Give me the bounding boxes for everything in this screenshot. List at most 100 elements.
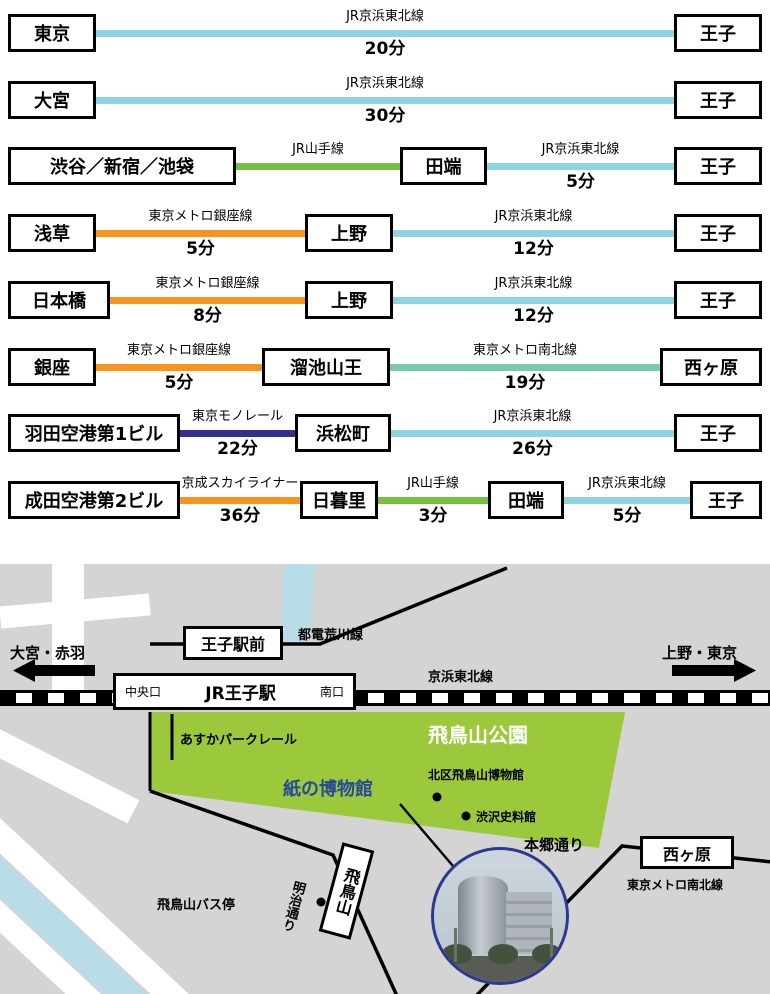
duration-label: 19分 — [504, 373, 546, 393]
keihin-line-label: 京浜東北線 — [428, 670, 494, 685]
duration-label: 5分 — [612, 506, 642, 526]
station-box: 渋谷／新宿／池袋 — [8, 147, 236, 185]
station-box: 田端 — [400, 147, 487, 185]
line-name-label: 東京メトロ銀座線 — [126, 343, 231, 358]
bus-stop-label: 飛鳥山バス停 — [157, 898, 236, 913]
station-box: 浜松町 — [295, 414, 391, 452]
oji-ekimae-station-box: 王子駅前 — [183, 626, 283, 660]
route-line — [393, 230, 674, 237]
station-box: 羽田空港第1ビル — [8, 414, 180, 452]
station-box: 成田空港第2ビル — [8, 481, 180, 519]
map-lines-layer — [13, 566, 770, 994]
duration-label: 36分 — [219, 506, 261, 526]
station-box: 上野 — [305, 214, 393, 252]
line-name-label: 東京メトロ銀座線 — [148, 209, 253, 224]
photo-bush — [532, 944, 562, 964]
line-name-label: JR京浜東北線 — [493, 409, 572, 424]
line-name-label: JR京浜東北線 — [494, 209, 573, 224]
route-line — [487, 163, 674, 170]
right-direction-arrow — [672, 659, 756, 682]
direction-left-label: 大宮・赤羽 — [10, 644, 86, 662]
photo-bush — [488, 944, 518, 964]
route-line — [180, 430, 295, 437]
duration-label: 30分 — [364, 106, 406, 126]
park-rail-label: あすかパークレール — [180, 733, 298, 748]
station-box: 上野 — [305, 281, 393, 319]
route-row: 東京 JR京浜東北線 20分 王子 — [0, 0, 770, 66]
duration-label: 5分 — [164, 373, 194, 393]
line-name-label: 東京モノレール — [191, 409, 283, 424]
station-box: 王子 — [674, 14, 762, 52]
station-box: 大宮 — [8, 81, 96, 119]
duration-label: 5分 — [566, 172, 595, 192]
line-name-label: JR京浜東北線 — [588, 476, 666, 491]
route-line — [391, 430, 674, 437]
station-box: 王子 — [674, 281, 762, 319]
station-box: 東京 — [8, 14, 96, 52]
jr-oji-station-label: JR王子駅 — [205, 684, 276, 704]
line-name-label: JR京浜東北線 — [346, 9, 424, 24]
photo-bush — [442, 944, 472, 964]
station-box: 王子 — [674, 147, 762, 185]
photo-tree — [454, 928, 457, 962]
line-name-label: JR山手線 — [407, 476, 459, 491]
station-box: 王子 — [674, 214, 762, 252]
museum-building-illustration — [458, 876, 508, 954]
route-line — [180, 497, 300, 504]
duration-label: 8分 — [193, 306, 222, 326]
line-name-label: 東京メトロ銀座線 — [155, 276, 260, 291]
route-row: 日本橋 東京メトロ銀座線 8分 上野 JR京浜東北線 12分 王子 — [0, 267, 770, 333]
left-direction-arrow — [13, 659, 95, 682]
route-row: 羽田空港第1ビル東京モノレール 22分 浜松町 JR京浜東北線 26分 王子 — [0, 400, 770, 466]
duration-label: 22分 — [217, 439, 258, 459]
museum-pointer-line — [399, 803, 454, 867]
station-box: 銀座 — [8, 348, 96, 386]
direction-right-label: 上野・東京 — [662, 644, 738, 662]
station-box: 溜池山王 — [262, 348, 390, 386]
route-line — [236, 163, 400, 170]
station-box: 日本橋 — [8, 281, 110, 319]
route-line — [96, 30, 674, 37]
meiji-street-line — [149, 789, 399, 994]
duration-label: 20分 — [364, 39, 406, 59]
station-box: 西ヶ原 — [660, 348, 762, 386]
route-line — [393, 297, 674, 304]
namboku-line-label: 東京メトロ南北線 — [627, 878, 724, 892]
photo-tree — [550, 928, 553, 962]
line-name-label: JR京浜東北線 — [541, 142, 620, 157]
paper-museum-label: 紙の博物館 — [283, 779, 373, 800]
station-box: 浅草 — [8, 214, 96, 252]
park-name-label: 飛鳥山公園 — [428, 723, 528, 747]
kita-museum-dot — [432, 792, 442, 802]
route-line — [110, 297, 305, 304]
duration-label: 26分 — [512, 439, 553, 459]
route-line — [390, 364, 660, 371]
central-exit-label: 中央口 — [125, 685, 162, 699]
station-box: 田端 — [488, 481, 564, 519]
line-name-label: JR京浜東北線 — [494, 276, 573, 291]
duration-label: 12分 — [513, 306, 554, 326]
station-box: 日暮里 — [300, 481, 378, 519]
hongo-street-label: 本郷通り — [524, 836, 585, 854]
line-name-label: 京成スカイライナー — [181, 476, 299, 491]
station-box: 王子 — [674, 81, 762, 119]
station-box: 王子 — [690, 481, 762, 519]
shibusawa-dot — [461, 811, 471, 821]
station-box: 王子 — [674, 414, 762, 452]
route-row: 渋谷／新宿／池袋 JR山手線 田端 JR京浜東北線 5分 王子 — [0, 133, 770, 199]
line-name-label: 東京メトロ南北線 — [472, 343, 577, 358]
route-line — [96, 230, 305, 237]
nishigahara-station-box: 西ヶ原 — [640, 836, 734, 869]
route-line — [564, 497, 690, 504]
south-exit-label: 南口 — [319, 685, 344, 699]
route-line — [96, 97, 674, 104]
line-name-label: JR山手線 — [292, 142, 344, 157]
museum-building-wing-illustration — [506, 892, 552, 954]
jr-oji-station-box: 中央口 JR王子駅 南口 — [113, 673, 356, 710]
museum-photo — [431, 847, 569, 985]
